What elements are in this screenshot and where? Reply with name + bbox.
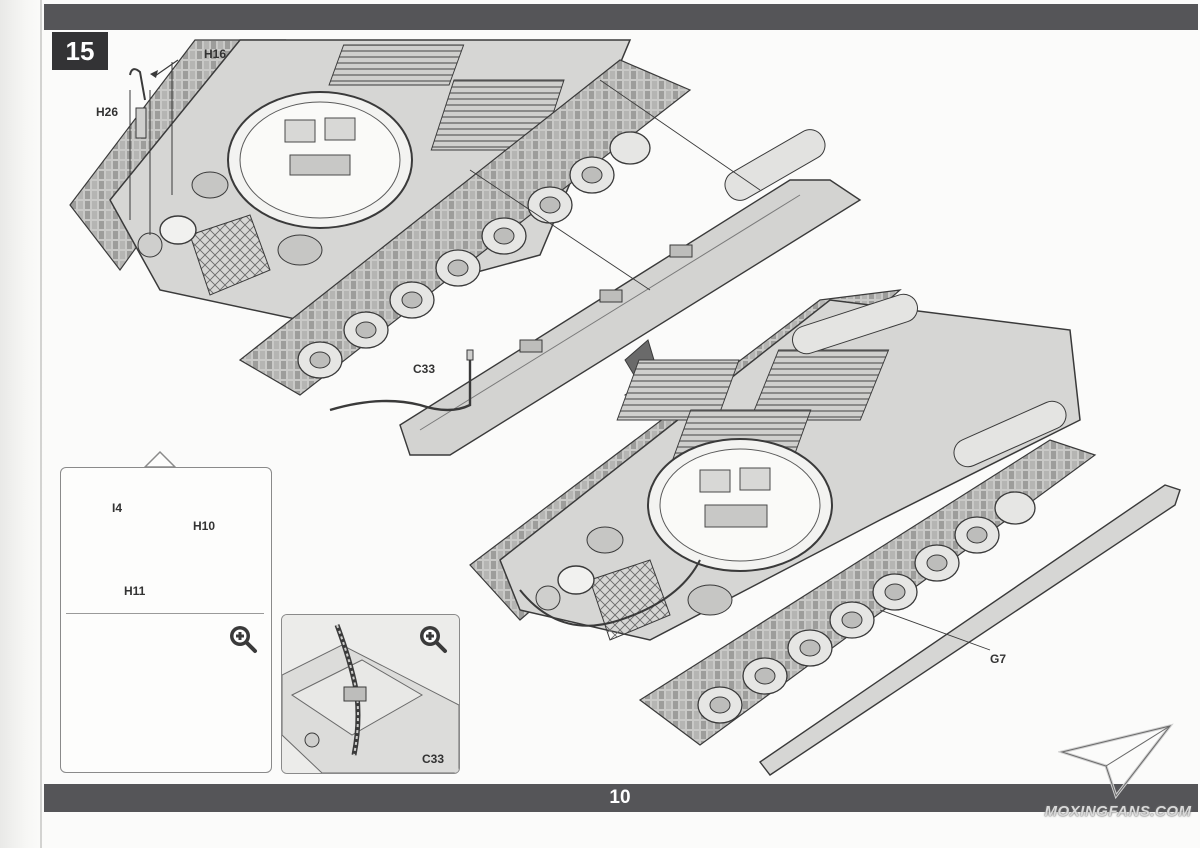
- label-h10: H10: [193, 519, 216, 533]
- binding-line: [40, 0, 42, 848]
- label-h26: H26: [96, 105, 119, 119]
- top-bar: [44, 4, 1198, 30]
- zoom-plus-icon: [230, 626, 257, 653]
- watermark-text: MOXINGFANS.COM: [1044, 803, 1192, 820]
- page-number: 10: [609, 787, 631, 808]
- label-g7: G7: [990, 652, 1007, 666]
- cable-detail-inset: [281, 614, 460, 774]
- label-h11: H11: [124, 584, 146, 598]
- parts-h16-h26: [129, 59, 179, 235]
- inset-divider: [66, 613, 264, 614]
- binding-edge: [0, 0, 44, 848]
- paper-plane-logo-icon: [1058, 723, 1174, 800]
- bottom-bar: [44, 784, 1198, 812]
- tank-hull-upper: [69, 39, 692, 396]
- label-h16: H16: [204, 47, 227, 61]
- tank-hull-completed: [469, 289, 1097, 746]
- label-i4: I4: [112, 501, 123, 515]
- detail-inset-box: [60, 467, 272, 773]
- step-number-badge: 15: [52, 32, 108, 70]
- side-skirt-part: [329, 79, 862, 456]
- zoom-plus-icon-2: [420, 626, 447, 653]
- label-c33-detail: C33: [422, 752, 445, 766]
- part-g7: [758, 484, 1181, 776]
- label-c33: C33: [413, 362, 436, 376]
